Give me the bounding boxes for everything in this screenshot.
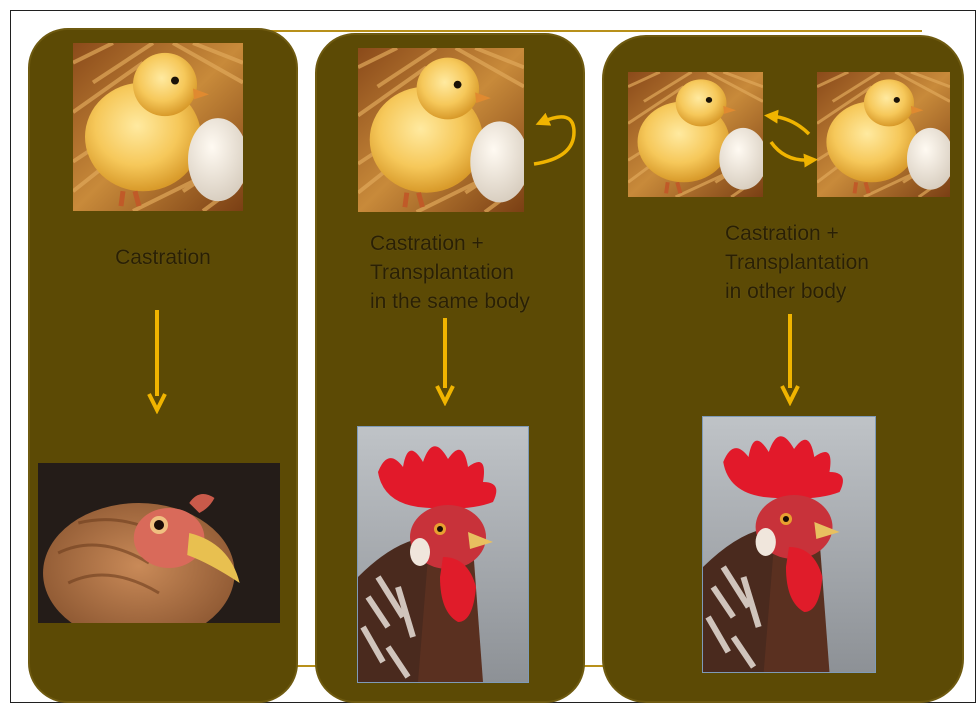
caption-line: Transplantation	[370, 261, 514, 284]
down-arrow-icon	[435, 318, 455, 406]
caption-line: in other body	[725, 280, 847, 303]
caption-line: Castration	[115, 246, 211, 269]
rooster-head-image	[702, 416, 876, 673]
caption-line: Castration +	[370, 232, 484, 255]
caption-castration: Castration	[40, 243, 286, 272]
caption-transplant-other-body: Castration + Transplantation in other bo…	[725, 219, 869, 306]
down-arrow-icon	[780, 314, 800, 406]
hen-head-image	[38, 463, 280, 623]
down-arrow-icon	[147, 310, 167, 414]
chick-with-egg-image	[358, 48, 524, 212]
chick-with-egg-image	[628, 72, 763, 197]
caption-line: Transplantation	[725, 251, 869, 274]
circular-return-arrow-icon	[526, 98, 582, 175]
caption-transplant-same-body: Castration + Transplantation in the same…	[370, 229, 530, 316]
top-rule	[270, 30, 922, 32]
double-swap-arrow-icon	[763, 108, 819, 177]
caption-line: Castration +	[725, 222, 839, 245]
chick-with-egg-image	[73, 43, 243, 211]
caption-line: in the same body	[370, 290, 530, 313]
rooster-head-image	[357, 426, 529, 683]
chick-with-egg-image	[817, 72, 950, 197]
